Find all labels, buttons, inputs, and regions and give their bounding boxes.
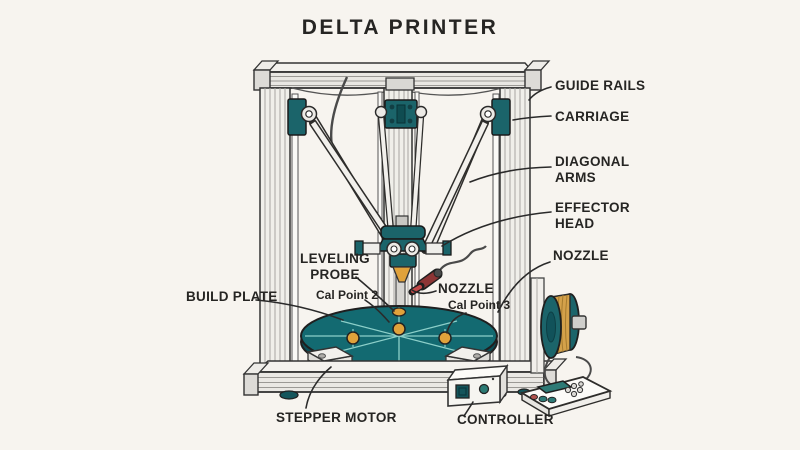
guide-rail-left	[259, 87, 299, 373]
controller-box	[446, 363, 509, 407]
leader-stepper-motor	[305, 366, 332, 409]
label-guide-rails: GUIDE RAILS	[555, 78, 646, 93]
label-effector-head: EFFECTOR HEAD	[555, 200, 630, 232]
label-diagonal-arms: DIAGONAL ARMS	[555, 154, 630, 186]
leader-controller	[463, 401, 474, 417]
label-build-plate: BUILD PLATE	[186, 289, 278, 304]
label-cal-point-3: Cal Point 3	[448, 298, 511, 312]
leader-guide-rails	[528, 86, 552, 101]
label-nozzle-right: NOZZLE	[553, 248, 609, 263]
leader-cal-point-3	[446, 312, 467, 334]
leader-cal-point-2	[364, 299, 390, 323]
nozzle	[392, 266, 412, 283]
leader-nozzle-inner	[411, 289, 437, 295]
calibration-points	[346, 307, 452, 345]
keypad-button	[538, 395, 548, 403]
keypad-screen	[536, 380, 573, 394]
leader-lines	[255, 86, 552, 417]
leader-carriage	[512, 115, 552, 121]
keypad-button-red	[530, 394, 538, 400]
label-cal-point-2: Cal Point 2	[316, 288, 379, 302]
label-nozzle-inner: NOZZLE	[438, 281, 494, 296]
leader-nozzle-right	[497, 261, 551, 313]
leader-build-plate	[255, 299, 344, 321]
keypad-controller	[519, 356, 613, 418]
base-frame	[242, 358, 568, 400]
foot	[279, 390, 299, 400]
leader-effector-head	[441, 211, 552, 247]
carriage-joints	[300, 105, 497, 123]
label-stepper-motor: STEPPER MOTOR	[276, 410, 397, 425]
label-carriage: CARRIAGE	[555, 109, 630, 124]
probe-sensor	[408, 245, 487, 296]
leader-diagonal-arms	[469, 166, 552, 183]
carriage-center	[384, 99, 418, 129]
keypad-button	[547, 396, 557, 404]
diagram-title: DELTA PRINTER	[301, 16, 499, 39]
label-controller: CONTROLLER	[457, 412, 554, 427]
label-leveling-probe: LEVELING PROBE	[300, 251, 370, 283]
filament-spool	[530, 277, 587, 389]
leader-leveling-probe	[355, 276, 395, 312]
